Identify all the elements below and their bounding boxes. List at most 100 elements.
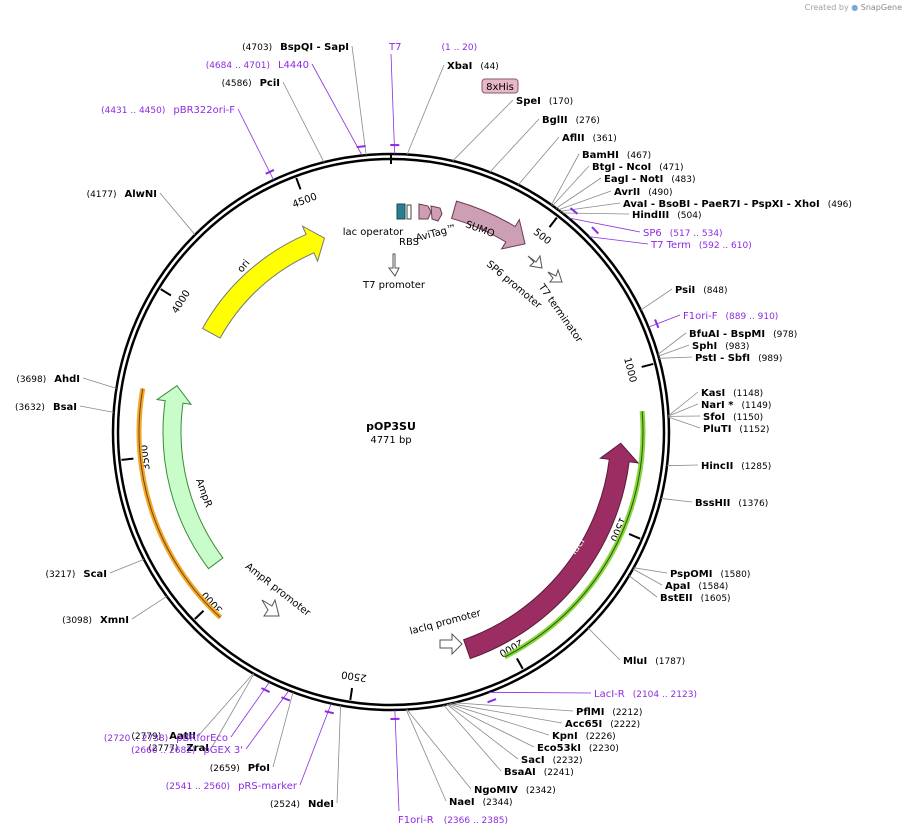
primer-label[interactable]: F1ori-R(2366 .. 2385) bbox=[398, 815, 508, 826]
enzyme-label[interactable]: SfoI(1150) bbox=[703, 412, 763, 423]
enzyme-leader-line bbox=[272, 692, 294, 768]
enzyme-label[interactable]: KpnI(2226) bbox=[552, 731, 616, 742]
primer-name: SP6 bbox=[643, 228, 662, 239]
enzyme-label[interactable]: (4703)BspQI - SapI bbox=[242, 42, 349, 53]
primer-name: pGEX 3' bbox=[203, 745, 243, 756]
enzyme-label[interactable]: HincII(1285) bbox=[701, 461, 771, 472]
enzyme-label[interactable]: BtgI - NcoI(471) bbox=[592, 162, 684, 173]
enzyme-label[interactable]: (3632) BsaI bbox=[15, 402, 77, 413]
enzyme-position: (3632) bbox=[15, 403, 45, 413]
enzyme-label[interactable]: SacI(2232) bbox=[521, 755, 583, 766]
enzyme-label[interactable]: Acc65I(2222) bbox=[565, 719, 640, 730]
enzyme-label[interactable]: AvaI - BsoBI - PaeR7I - PspXI - XhoI(496… bbox=[623, 199, 852, 210]
tick-mark bbox=[349, 687, 354, 701]
enzyme-label[interactable]: PsiI(848) bbox=[675, 285, 727, 296]
laciq-promoter-label: lacIq promoter bbox=[409, 608, 483, 638]
enzyme-label[interactable]: NarI *(1149) bbox=[701, 400, 771, 411]
enzyme-label[interactable]: ApaI(1584) bbox=[665, 581, 728, 592]
enzyme-label[interactable]: (4177)AlwNI bbox=[87, 189, 157, 200]
tick-label: 2500 bbox=[341, 668, 368, 683]
primer-label[interactable]: SP6(517 .. 534) bbox=[643, 228, 723, 239]
enzyme-leader-line bbox=[552, 165, 590, 207]
enzyme-label[interactable]: BfuAI - BspMI(978) bbox=[689, 329, 797, 340]
enzyme-label[interactable]: NaeI(2344) bbox=[449, 797, 513, 808]
enzyme-label[interactable]: XbaI(44) bbox=[447, 61, 499, 72]
primer-name: pBRforEco bbox=[176, 733, 228, 744]
primer-label[interactable]: T7 Term(592 .. 610) bbox=[650, 240, 752, 251]
enzyme-name: NaeI bbox=[449, 797, 475, 808]
primer-label[interactable]: (2720 .. 2738)pBRforEco bbox=[104, 733, 228, 744]
enzyme-name: ScaI bbox=[83, 569, 107, 580]
his-tag-label: 8xHis bbox=[486, 82, 514, 93]
enzyme-label[interactable]: HindIII(504) bbox=[632, 210, 701, 221]
enzyme-name: BglII bbox=[542, 115, 568, 126]
enzyme-leader-line bbox=[131, 596, 167, 620]
enzyme-label[interactable]: (3217)ScaI bbox=[45, 569, 107, 580]
avitag-label: AviTag™ bbox=[415, 223, 458, 244]
enzyme-label[interactable]: SpeI(170) bbox=[516, 96, 573, 107]
ampr-arrow bbox=[155, 385, 224, 570]
enzyme-leader-line bbox=[559, 202, 621, 212]
enzyme-label[interactable]: Eco53kI(2230) bbox=[537, 743, 619, 754]
enzyme-leader-line bbox=[489, 118, 540, 173]
enzyme-label[interactable]: BglII(276) bbox=[542, 115, 600, 126]
tick-mark bbox=[548, 217, 558, 228]
primer-range: (592 .. 610) bbox=[699, 241, 752, 251]
primer-label[interactable]: (2660 .. 2682)pGEX 3' bbox=[131, 745, 243, 756]
primer-label[interactable]: (4431 .. 4450)pBR322ori-F bbox=[101, 105, 235, 116]
primer-label[interactable]: LacI-R(2104 .. 2123) bbox=[594, 689, 697, 700]
enzyme-leader-line bbox=[657, 332, 687, 355]
primer-label[interactable]: (2541 .. 2560)pRS-marker bbox=[166, 781, 298, 792]
enzyme-label[interactable]: (2659)PfoI bbox=[210, 763, 270, 774]
enzyme-label[interactable]: PstI - SbfI(989) bbox=[695, 353, 782, 364]
lac-operator-label: lac operator bbox=[343, 227, 404, 238]
enzyme-label[interactable]: BssHII(1376) bbox=[695, 498, 768, 509]
enzyme-label[interactable]: NgoMIV(2342) bbox=[474, 785, 556, 796]
enzyme-label[interactable]: BsaAI(2241) bbox=[504, 767, 574, 778]
enzyme-label[interactable]: MluI(1787) bbox=[623, 656, 685, 667]
enzyme-name: AatII bbox=[169, 731, 196, 742]
enzyme-leader-line bbox=[351, 45, 367, 156]
enzyme-label[interactable]: (3098)XmnI bbox=[62, 615, 129, 626]
enzyme-label[interactable]: PflMI(2212) bbox=[576, 707, 642, 718]
enzyme-label[interactable]: (2524)NdeI bbox=[270, 799, 334, 810]
enzyme-leader-line bbox=[668, 416, 701, 429]
enzyme-label[interactable]: PspOMI(1580) bbox=[670, 569, 750, 580]
enzyme-name: PstI - SbfI bbox=[695, 353, 750, 364]
enzyme-name: AvaI - BsoBI - PaeR7I - PspXI - XhoI bbox=[623, 199, 820, 210]
enzyme-leader-line bbox=[551, 153, 580, 206]
enzyme-label[interactable]: EagI - NotI(483) bbox=[604, 174, 696, 185]
his-segment-box bbox=[430, 205, 443, 222]
primer-label[interactable]: T7(1 .. 20) bbox=[388, 42, 477, 53]
primer-name: LacI-R bbox=[594, 689, 625, 700]
enzyme-position: (44) bbox=[480, 62, 498, 72]
rbs-box bbox=[406, 204, 412, 220]
enzyme-label[interactable]: (4586)PciI bbox=[222, 78, 280, 89]
enzyme-label[interactable]: (2779)AatII bbox=[131, 731, 196, 742]
enzyme-label[interactable]: (3698)AhdI bbox=[16, 374, 80, 385]
tick-label: 500 bbox=[531, 227, 553, 247]
enzyme-label[interactable]: BstEII(1605) bbox=[660, 593, 731, 604]
enzyme-label[interactable]: AflII(361) bbox=[562, 133, 617, 144]
enzyme-name: ZraI bbox=[186, 743, 209, 754]
enzyme-name: HindIII bbox=[632, 210, 669, 221]
primer-label[interactable]: (4684 .. 4701)L4440 bbox=[206, 60, 309, 71]
primer-label[interactable]: F1ori-F(889 .. 910) bbox=[683, 311, 778, 322]
enzyme-label[interactable]: PluTI(1152) bbox=[703, 424, 769, 435]
enzyme-leader-line bbox=[159, 192, 196, 236]
enzyme-name: BstEII bbox=[660, 593, 693, 604]
enzyme-name: AvrII bbox=[614, 187, 640, 198]
enzyme-label[interactable]: KasI(1148) bbox=[701, 388, 763, 399]
primer-leader-line bbox=[390, 53, 396, 155]
primer-binding-mark bbox=[356, 145, 366, 149]
enzyme-label[interactable]: (2777)ZraI bbox=[148, 743, 209, 754]
enzyme-name: BsaI bbox=[53, 402, 77, 413]
enzyme-label[interactable]: BamHI(467) bbox=[582, 150, 651, 161]
primer-leader-line bbox=[237, 108, 274, 181]
enzyme-position: (467) bbox=[627, 151, 651, 161]
sp6-promoter-arrow bbox=[527, 254, 543, 269]
enzyme-leader-line bbox=[453, 702, 574, 712]
enzyme-label[interactable]: SphI(983) bbox=[692, 341, 749, 352]
enzyme-label[interactable]: AvrII(490) bbox=[614, 187, 672, 198]
